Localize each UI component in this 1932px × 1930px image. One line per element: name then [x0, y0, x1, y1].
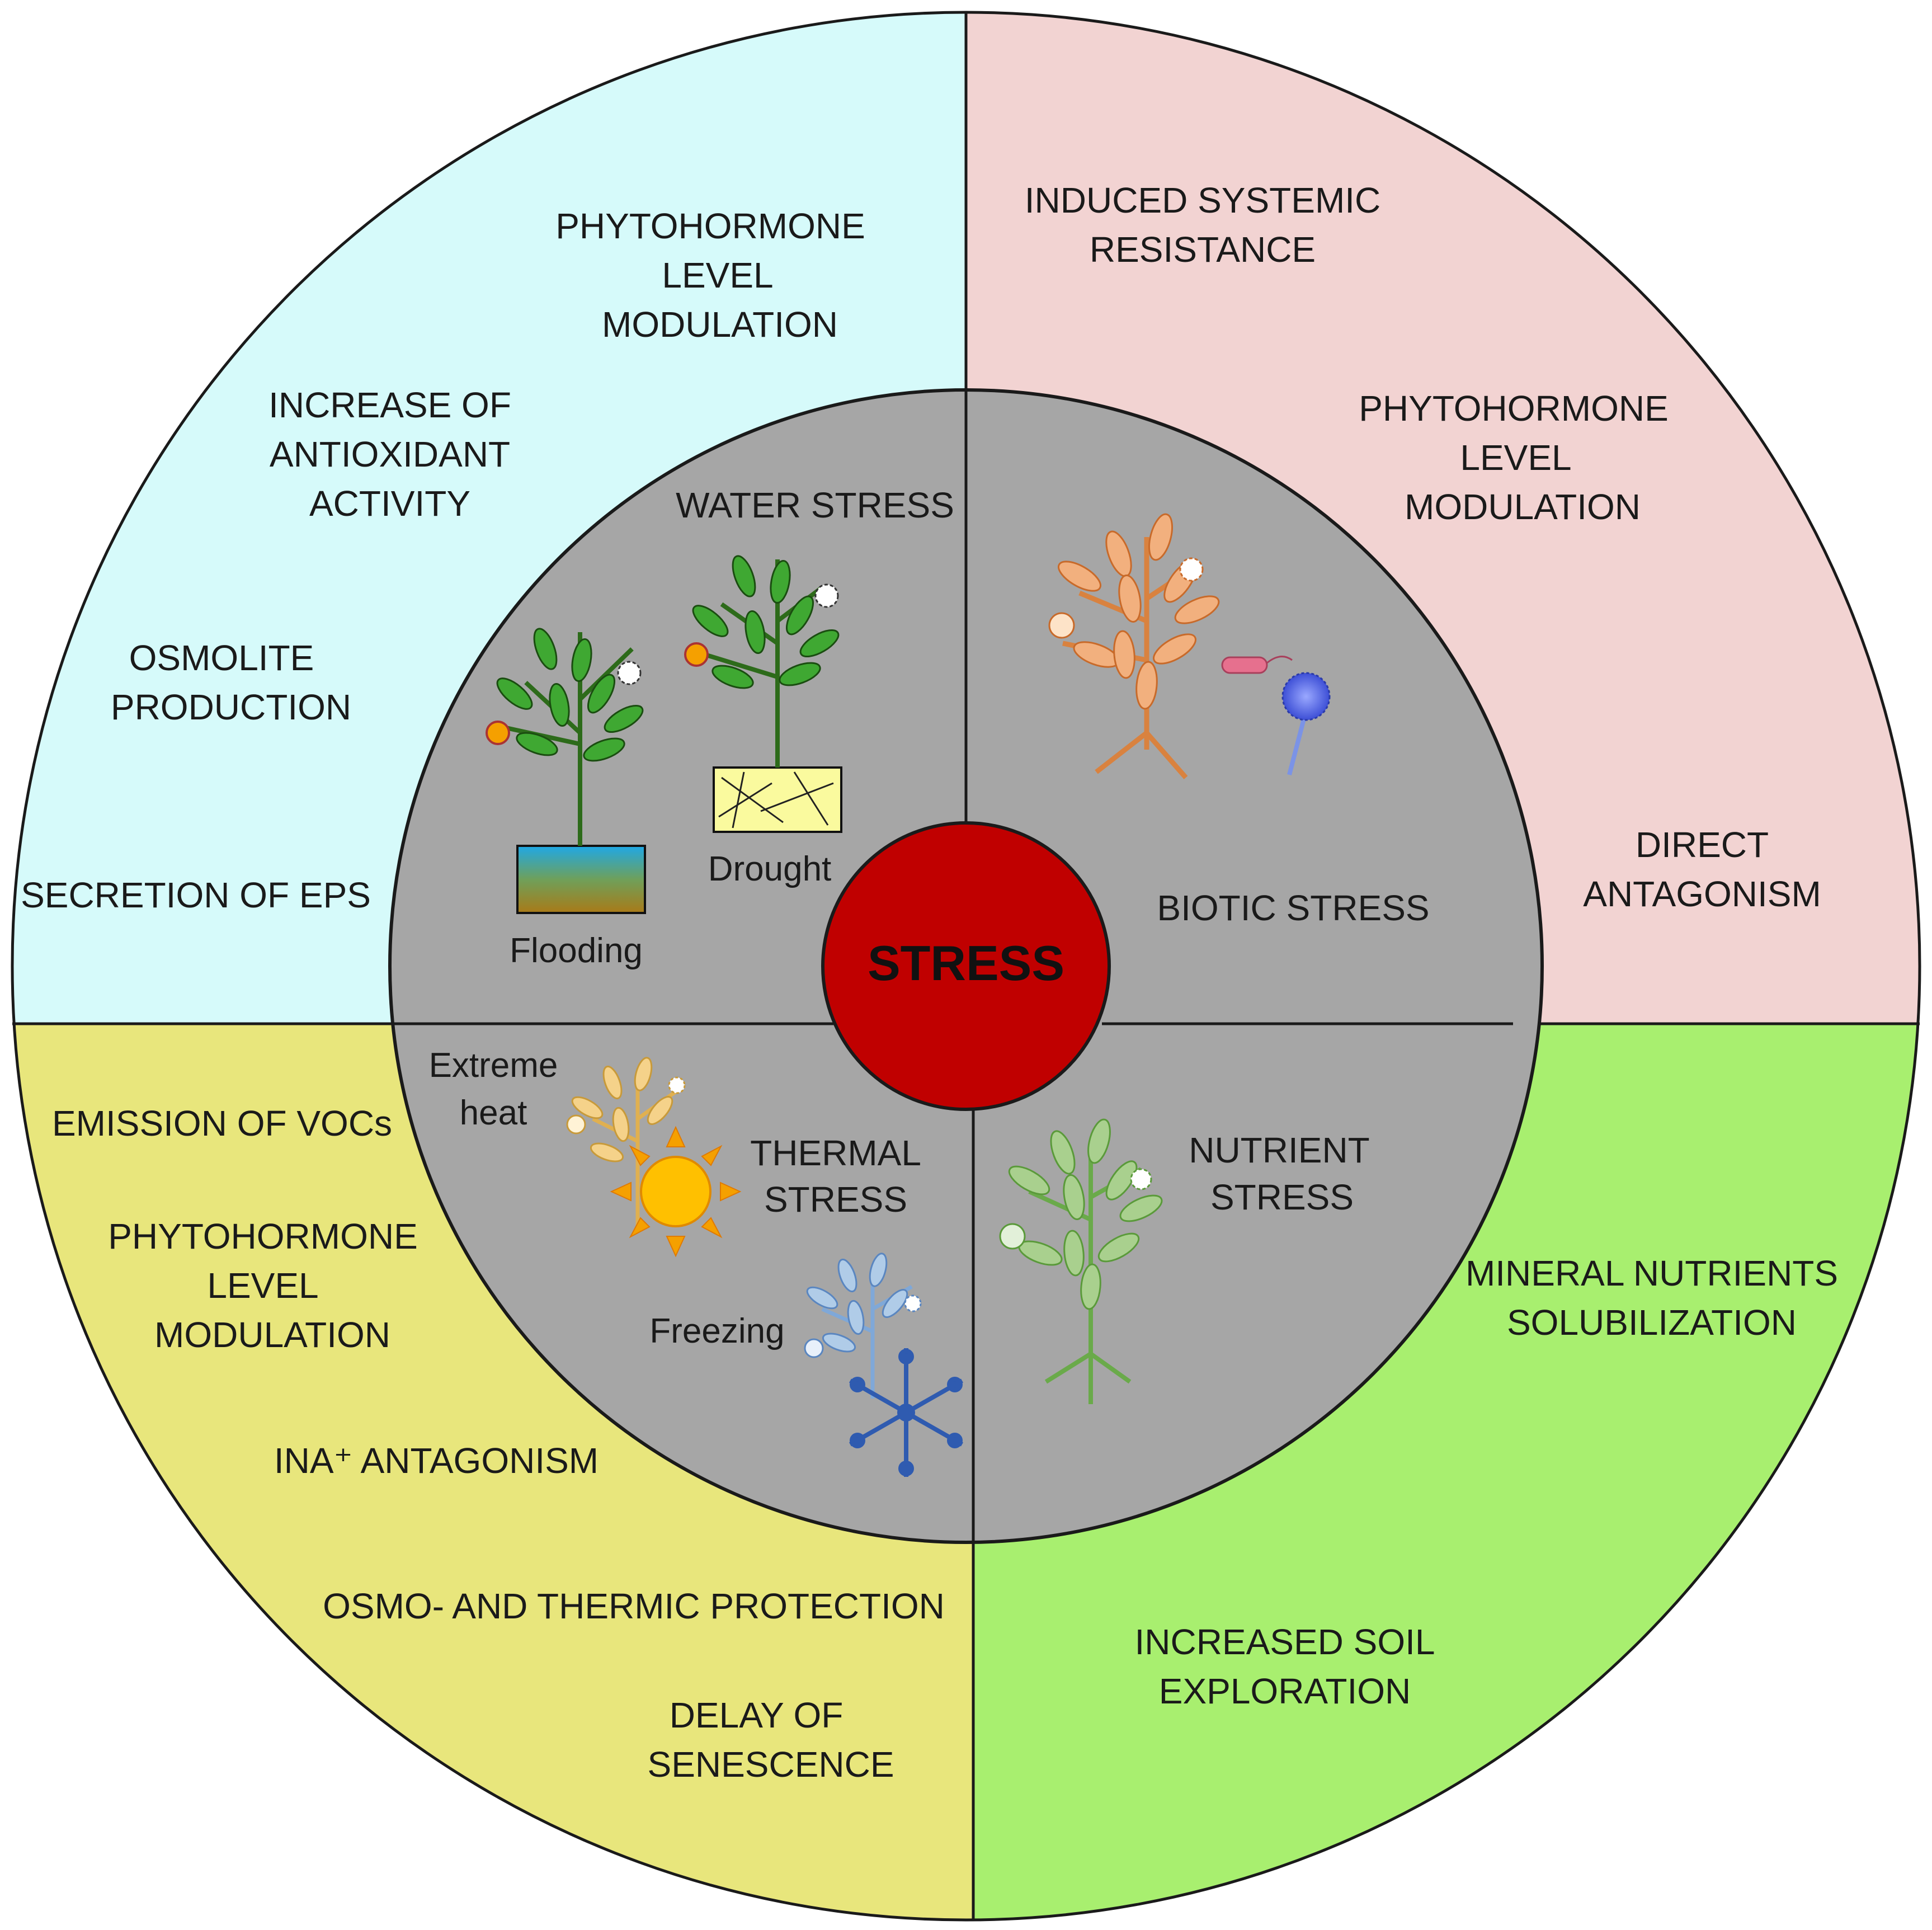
outcome-tl-antioxidant-line-2: ANTIOXIDANT: [270, 434, 510, 474]
outcome-br-soil-line-1: INCREASED SOIL: [1134, 1622, 1435, 1662]
outcome-tl-osmolite-line-1: OSMOLITE: [129, 638, 314, 678]
center-label: STRESS: [868, 935, 1064, 991]
outcome-br-mineral-line-1: MINERAL NUTRIENTS: [1466, 1253, 1838, 1293]
nutrient-plant-icon: [999, 1118, 1163, 1404]
flooding-label: Flooding: [510, 931, 643, 970]
bottom-left-outcomes: EMISSION OF VOCs PHYTOHORMONE LEVEL MODU…: [52, 1103, 945, 1785]
outcome-tl-osmolite-line-2: PRODUCTION: [111, 687, 351, 727]
nutrient-stress-title-line-1: NUTRIENT: [1189, 1130, 1370, 1170]
biotic-plant-icon: [1048, 513, 1220, 779]
biotic-stress-title: BIOTIC STRESS: [1157, 888, 1429, 928]
freezing-plant-icon: [804, 1253, 922, 1399]
freezing-label: Freezing: [649, 1312, 784, 1350]
outcome-tr-phytohormone-line-3: MODULATION: [1405, 487, 1641, 527]
outcome-bl-phytohormone-line-3: MODULATION: [154, 1315, 390, 1355]
outcome-tl-antioxidant-line-1: INCREASE OF: [268, 385, 511, 425]
outcome-tr-phytohormone-line-2: LEVEL: [1460, 437, 1571, 478]
extreme-heat-label-line-1: Extreme: [429, 1046, 558, 1085]
outcome-bl-senescence-line-2: SENESCENCE: [648, 1744, 894, 1785]
drought-plant-icon: [684, 555, 842, 833]
outcome-bl-vocs: EMISSION OF VOCs: [52, 1103, 392, 1143]
outcome-br-soil-line-2: EXPLORATION: [1159, 1671, 1411, 1711]
outcome-tr-antagonism-line-1: DIRECT: [1636, 825, 1769, 865]
nutrient-stress-title-line-2: STRESS: [1210, 1177, 1354, 1217]
outcome-tl-phytohormone-line-1: PHYTOHORMONE: [555, 206, 865, 246]
outcome-tl-phytohormone-line-2: LEVEL: [662, 255, 773, 295]
heat-plant-icon: [566, 1057, 686, 1231]
center-circle: [821, 821, 1111, 1111]
sun-icon: [610, 1126, 742, 1258]
outcome-br-mineral-line-2: SOLUBILIZATION: [1507, 1302, 1797, 1343]
outcome-bl-senescence-line-1: DELAY OF: [670, 1695, 844, 1735]
flood-water-box: [516, 845, 646, 914]
top-left-outcomes: PHYTOHORMONE LEVEL MODULATION INCREASE O…: [21, 206, 865, 915]
top-right-outcomes: INDUCED SYSTEMIC RESISTANCE PHYTOHORMONE…: [1025, 180, 1821, 914]
flooding-plant-icon: [486, 628, 646, 914]
outcome-tr-phytohormone-line-1: PHYTOHORMONE: [1359, 388, 1669, 429]
thermal-stress-title-line-1: THERMAL: [750, 1133, 921, 1173]
outcome-tr-isr-line-1: INDUCED SYSTEMIC: [1025, 180, 1381, 220]
fungus-icon: [1281, 672, 1331, 776]
outcome-tr-antagonism-line-2: ANTAGONISM: [1583, 874, 1821, 914]
outcome-tl-phytohormone-line-3: MODULATION: [602, 304, 838, 345]
outcome-tr-isr-line-2: RESISTANCE: [1090, 229, 1316, 270]
outcome-tl-antioxidant-line-3: ACTIVITY: [309, 483, 470, 524]
outcome-bl-phytohormone-line-2: LEVEL: [207, 1265, 318, 1306]
water-stress-title: WATER STRESS: [676, 485, 954, 525]
drought-label: Drought: [708, 850, 832, 888]
outcome-tl-eps: SECRETION OF EPS: [21, 875, 371, 915]
snowflake-icon: [849, 1348, 963, 1477]
bacterium-icon: [1221, 656, 1293, 674]
extreme-heat-label-line-2: heat: [460, 1094, 527, 1132]
outcome-bl-phytohormone-line-1: PHYTOHORMONE: [108, 1216, 418, 1256]
outcome-bl-osmo-thermic: OSMO- AND THERMIC PROTECTION: [323, 1586, 945, 1626]
thermal-stress-title-line-2: STRESS: [764, 1179, 907, 1220]
bottom-right-outcomes: MINERAL NUTRIENTS SOLUBILIZATION INCREAS…: [1134, 1253, 1838, 1711]
drought-soil-box: [713, 766, 842, 833]
outcome-bl-ina-antagonism: INA⁺ ANTAGONISM: [274, 1441, 599, 1481]
